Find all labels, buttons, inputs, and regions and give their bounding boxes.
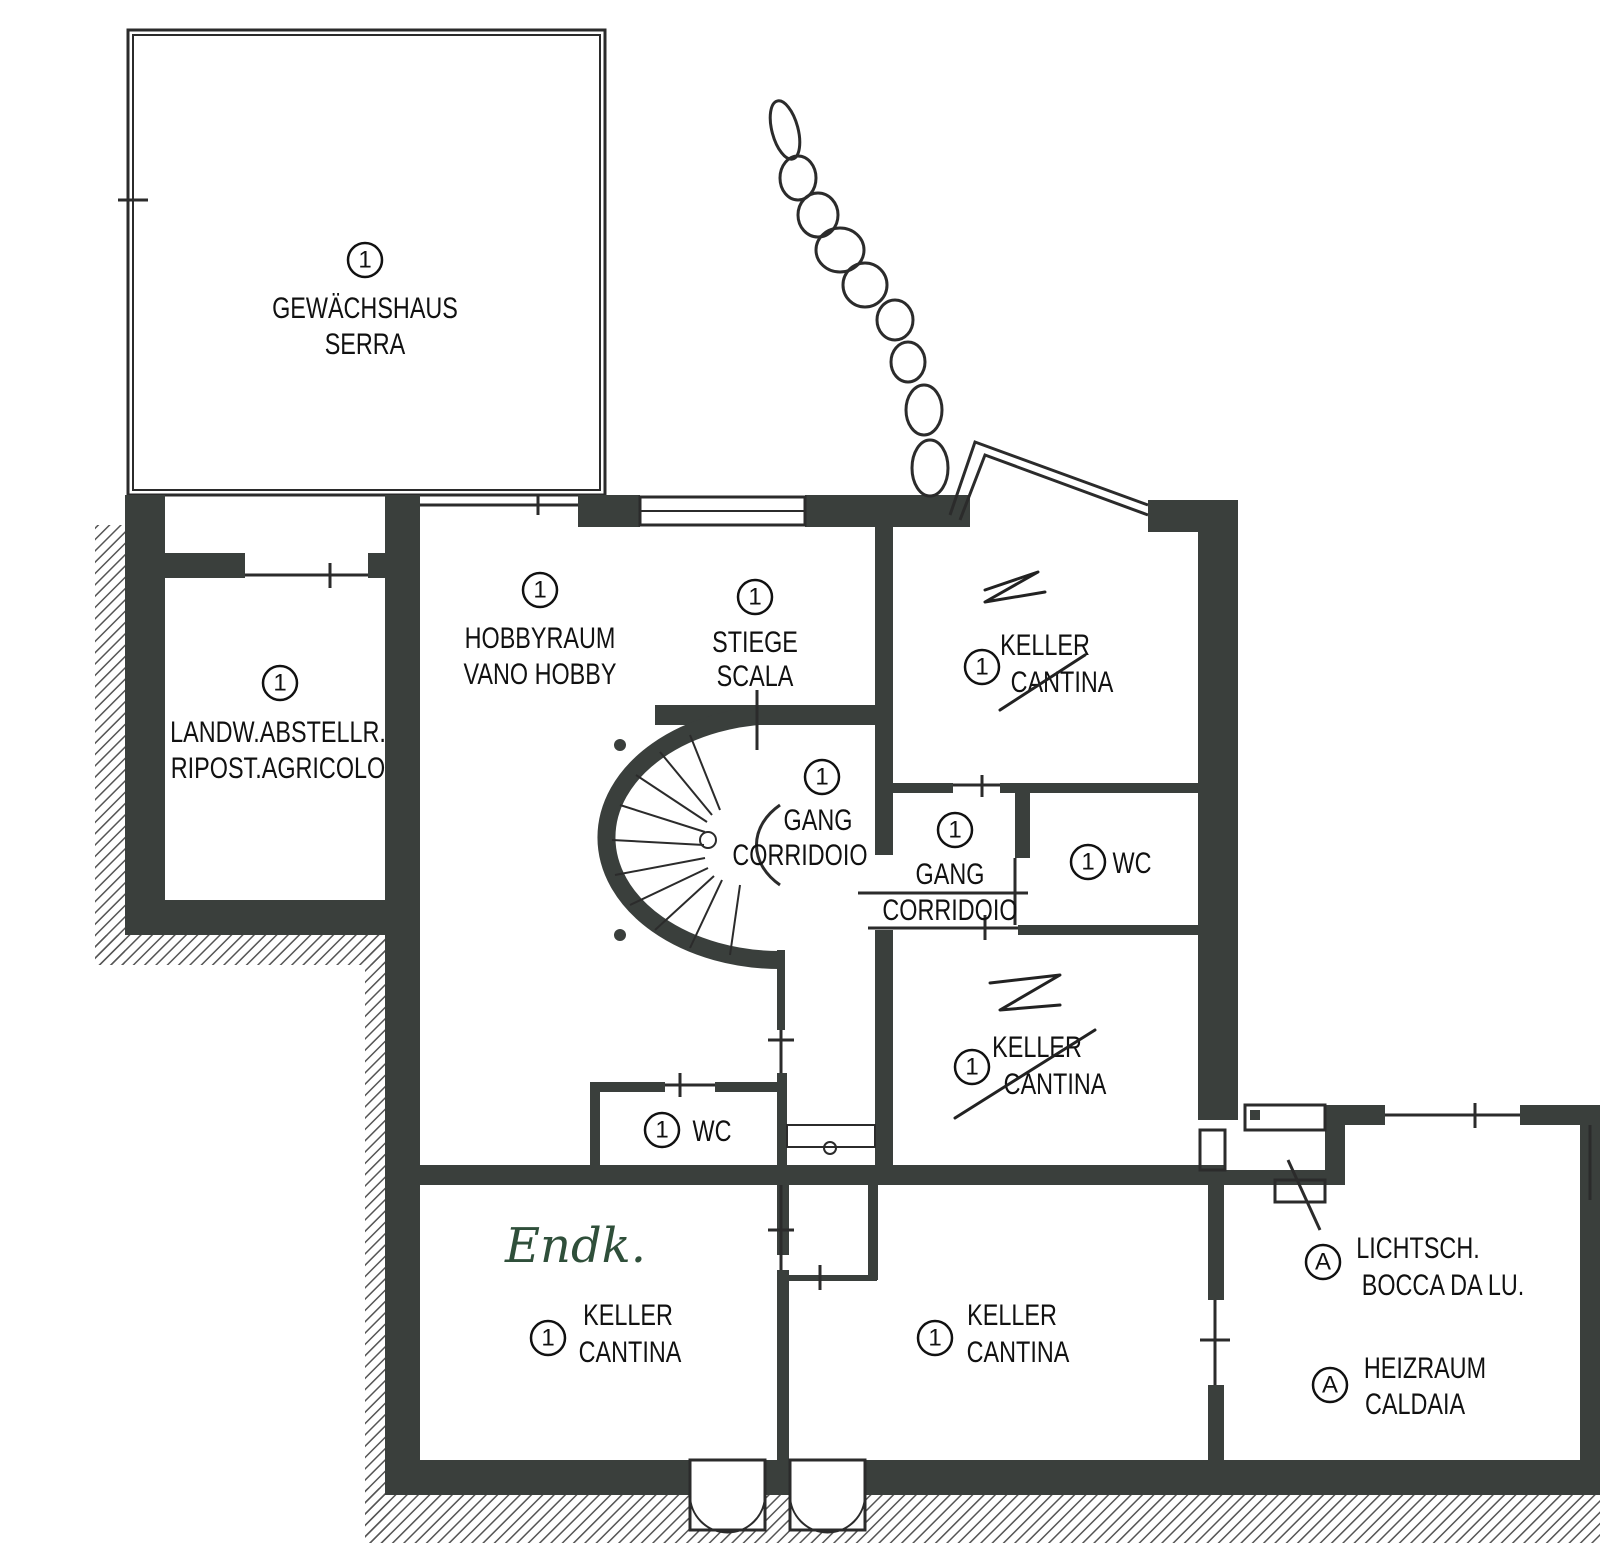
room-label-text: 1 xyxy=(541,1325,554,1352)
room-label-text: 1 xyxy=(975,654,988,681)
room-label-text: VANO HOBBY xyxy=(464,657,617,690)
room-label-text: CANTINA xyxy=(1004,1067,1107,1100)
room-label-text: CANTINA xyxy=(579,1335,682,1368)
room-label-text: KELLER xyxy=(967,1298,1057,1331)
room-number-circle xyxy=(261,664,299,702)
bay-window xyxy=(948,440,1149,521)
room-number-circle xyxy=(1311,1366,1349,1404)
room-label-text: A xyxy=(1322,1372,1338,1399)
room-number-circle xyxy=(1304,1243,1342,1281)
room-number-circle xyxy=(803,758,841,796)
room-label-text: 1 xyxy=(273,670,286,697)
room-label-text: BOCCA DA LU. xyxy=(1362,1268,1524,1301)
room-label-text: SERRA xyxy=(325,327,406,360)
room-label-text: 1 xyxy=(748,584,761,611)
room-label-text: HOBBYRAUM xyxy=(465,621,616,654)
room-corridor-small: 1 GANG CORRIDOIO xyxy=(882,811,1018,927)
room-stairs: 1 STIEGE SCALA xyxy=(712,578,798,693)
room-label-text: WC xyxy=(693,1114,732,1147)
room-label-text: 1 xyxy=(815,764,828,791)
earth-hatching xyxy=(95,525,1600,1543)
lightwell-grate xyxy=(1198,1103,1327,1231)
room-label-text: 1 xyxy=(655,1117,668,1144)
greenhouse-frame xyxy=(118,28,607,497)
room-cellar-mid: 1 KELLER CANTINA xyxy=(953,973,1107,1120)
room-number-circle xyxy=(953,1048,991,1086)
room-label-text: GEWÄCHSHAUS xyxy=(272,291,458,324)
room-label-text: A xyxy=(1315,1249,1331,1276)
room-label-text: LICHTSCH. xyxy=(1356,1231,1479,1264)
room-corridor-main: 1 GANG CORRIDOIO xyxy=(732,758,868,872)
room-cellar-ne: 1 KELLER CANTINA Z xyxy=(963,570,1113,712)
room-lightwell: A LICHTSCH. BOCCA DA LU. xyxy=(1304,1231,1524,1302)
windows xyxy=(245,495,1592,1385)
room-label-text: WC xyxy=(1113,846,1152,879)
room-label-text: CORRIDOIO xyxy=(732,838,867,871)
room-number-circle xyxy=(643,1111,681,1149)
room-label-text: LANDW.ABSTELLR. xyxy=(170,715,386,748)
room-cellar-sw: 1 KELLER CANTINA Endk. xyxy=(504,1218,681,1369)
room-label-text: 1 xyxy=(965,1054,978,1081)
room-label-text: KELLER xyxy=(1000,628,1090,661)
room-number-circle xyxy=(346,241,384,279)
walls xyxy=(125,495,1600,1495)
room-number-circle xyxy=(963,648,1001,686)
spiral-staircase xyxy=(597,690,781,969)
room-label-text: 1 xyxy=(358,247,371,274)
room-label-text: 1 xyxy=(948,817,961,844)
stepping-stones xyxy=(768,99,950,498)
room-label-text: STIEGE xyxy=(712,625,798,658)
room-wc-south: 1 WC xyxy=(643,1111,732,1149)
room-number-circle xyxy=(936,811,974,849)
room-label-text: GANG xyxy=(784,803,853,836)
room-wc-east: 1 WC xyxy=(1069,843,1152,881)
room-label-text: CANTINA xyxy=(967,1335,1070,1368)
room-hobby: 1 HOBBYRAUM VANO HOBBY xyxy=(464,571,617,691)
room-storage-agri: 1 LANDW.ABSTELLR. RIPOST.AGRICOLO xyxy=(170,664,386,785)
door-symbol xyxy=(786,1124,876,1155)
room-label-text: CORRIDOIO xyxy=(882,893,1017,926)
room-label-text: 1 xyxy=(533,577,546,604)
room-greenhouse: 1 GEWÄCHSHAUS SERRA xyxy=(272,241,458,361)
room-label-text: 1 xyxy=(1081,849,1094,876)
room-number-circle xyxy=(1069,843,1107,881)
room-number-circle xyxy=(736,578,774,616)
room-label-text: HEIZRAUM xyxy=(1364,1351,1486,1384)
room-label-text: RIPOST.AGRICOLO xyxy=(171,751,385,784)
room-label-text: 1 xyxy=(928,1325,941,1352)
handwritten-note: Endk. xyxy=(504,1218,646,1274)
room-number-circle xyxy=(916,1319,954,1357)
room-boiler: A HEIZRAUM CALDAIA xyxy=(1311,1351,1486,1421)
room-label-text: GANG xyxy=(916,857,985,890)
room-number-circle xyxy=(521,571,559,609)
room-label-text: CALDAIA xyxy=(1365,1387,1465,1420)
room-number-circle xyxy=(529,1319,567,1357)
room-label-text: KELLER xyxy=(583,1298,673,1331)
south-exit-doors xyxy=(688,1458,867,1534)
room-cellar-s: 1 KELLER CANTINA xyxy=(916,1298,1070,1369)
room-label-text: SCALA xyxy=(717,659,794,692)
